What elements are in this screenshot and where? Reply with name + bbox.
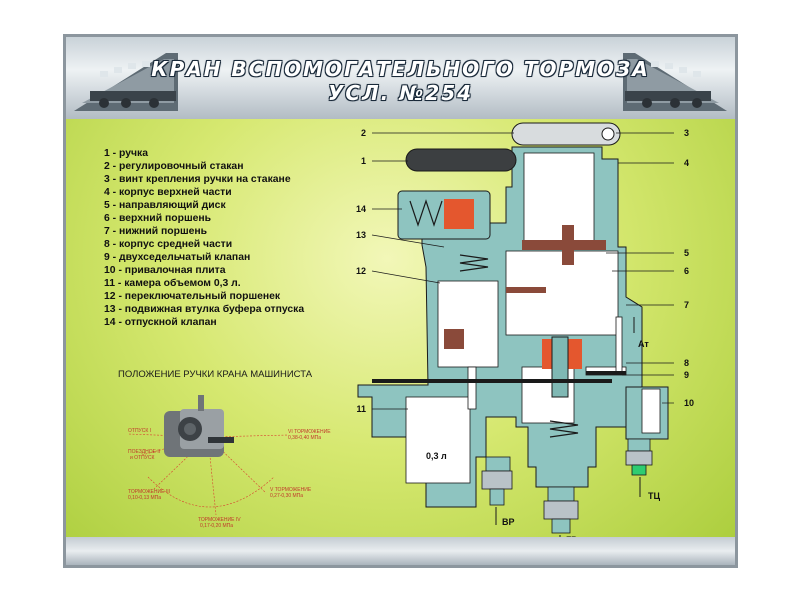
switch-piston-spring (459, 254, 489, 272)
valve-cavities (405, 152, 661, 484)
position-label-3a: ТОРМОЖЕНИЕ III (128, 489, 170, 495)
callout-2: 2 (361, 128, 366, 138)
parts-legend: 1 - ручка 2 - регулировочный стакан 3 - … (104, 147, 304, 329)
position-label-3b: 0,10-0,13 МПа (128, 495, 161, 501)
position-label-4a: ТОРМОЖЕНИЕ IV (198, 517, 241, 523)
locomotive-right-image (623, 53, 727, 111)
legend-item: 2 - регулировочный стакан (104, 161, 244, 172)
handle-positions-diagram: ОТПУСК I ПОЕЗДНОЕ II и ОТПУСК ТОРМОЖЕНИЕ… (127, 395, 331, 529)
position-label-5a: V ТОРМОЖЕНИЕ (270, 487, 312, 493)
header-banner: КРАН ВСПОМОГАТЕЛЬНОГО ТОРМОЗА УСЛ. №254 (66, 37, 735, 119)
position-label-6b: 0,38-0,40 МПа (288, 435, 321, 441)
legend-item: 1 - ручка (104, 148, 149, 159)
port-label-at: Ат (638, 339, 649, 349)
legend-item: 6 - верхний поршень (104, 213, 212, 224)
legend-item: 4 - корпус верхней части (104, 187, 232, 198)
chamber-volume-label: 0,3 л (426, 451, 447, 461)
callout-3: 3 (684, 128, 689, 138)
footer-strip (66, 537, 735, 565)
callout-6: 6 (684, 266, 689, 276)
adjusting-cup (511, 122, 621, 146)
middle-housing-line (372, 379, 612, 383)
double-seat-valve (586, 371, 626, 375)
callout-4: 4 (684, 158, 689, 168)
valve-cross-section-diagram: 2 3 1 4 5 6 7 14 13 12 11 8 9 10 Ат ВР Г… (356, 122, 694, 549)
position-label-6a: VI ТОРМОЖЕНИЕ (288, 429, 331, 435)
poster-title-line-2: УСЛ. №254 (327, 81, 474, 105)
piston-seal-left (506, 287, 546, 293)
port-label-vr: ВР (502, 517, 515, 527)
legend-item: 14 - отпускной клапан (104, 317, 217, 328)
callout-1: 1 (361, 156, 366, 166)
legend-item: 10 - привалочная плита (104, 265, 226, 276)
legend-item: 11 - камера объемом 0,3 л. (104, 278, 241, 289)
position-label-2b: и ОТПУСК (130, 455, 155, 461)
position-label-5b: 0,27-0,30 МПа (270, 493, 303, 499)
callout-leader-lines (371, 132, 674, 410)
port-label-tc: ТЦ (648, 491, 660, 501)
position-label-1: ОТПУСК I (128, 428, 151, 434)
poster: КРАН ВСПОМОГАТЕЛЬНОГО ТОРМОЗА УСЛ. №254 … (63, 34, 738, 568)
legend-item: 12 - переключательный поршенек (104, 291, 281, 302)
callout-11: 11 (356, 404, 366, 414)
legend-item: 8 - корпус средней части (104, 239, 233, 250)
handle-positions-title: ПОЛОЖЕНИЕ РУЧКИ КРАНА МАШИНИСТА (118, 369, 313, 380)
callout-13: 13 (356, 230, 366, 240)
callout-7: 7 (684, 300, 689, 310)
poster-title-line-1: КРАН ВСПОМОГАТЕЛЬНОГО ТОРМОЗА (151, 57, 650, 81)
release-valve-spring (409, 199, 474, 229)
handle-screw (601, 127, 615, 141)
callout-10: 10 (684, 398, 694, 408)
callout-12: 12 (356, 266, 366, 276)
lower-valve-spring (549, 420, 579, 438)
legend-item: 3 - винт крепления ручки на стакане (104, 174, 291, 185)
legend-item: 13 - подвижная втулка буфера отпуска (104, 304, 305, 315)
lower-piston-stem (551, 336, 569, 398)
legend-item: 5 - направляющий диск (104, 200, 226, 211)
callout-9: 9 (684, 370, 689, 380)
callout-14: 14 (356, 204, 366, 214)
valve-handle (405, 148, 517, 172)
position-label-2a: ПОЕЗДНОЕ II (128, 449, 160, 455)
position-label-4b: 0,17-0,20 МПа (200, 523, 233, 529)
driver-valve-handle-image (164, 395, 234, 457)
upper-piston-stem (562, 225, 574, 265)
callout-5: 5 (684, 248, 689, 258)
legend-item: 7 - нижний поршень (104, 226, 208, 237)
port-fittings (481, 438, 653, 534)
locomotive-left-image (74, 53, 178, 111)
legend-item: 9 - двухседельчатый клапан (104, 252, 251, 263)
switch-piston (444, 329, 464, 349)
callout-8: 8 (684, 358, 689, 368)
